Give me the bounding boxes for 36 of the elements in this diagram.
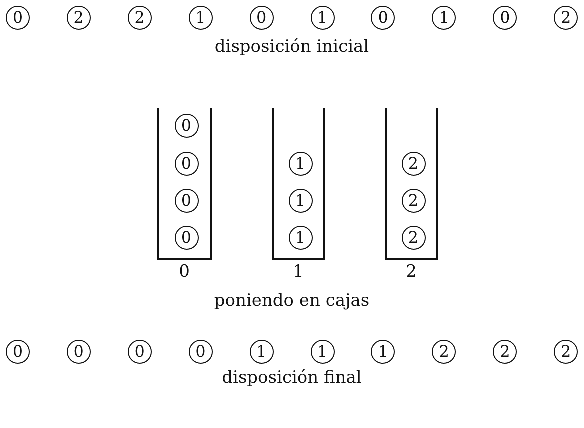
circled-number: 1	[188, 6, 213, 30]
bucket-label: 1	[292, 262, 305, 282]
circled-number: 1	[288, 152, 312, 176]
circled-number: 0	[6, 6, 30, 30]
circled-number: 2	[402, 189, 426, 213]
circled-number: 2	[493, 340, 518, 364]
circled-number: 1	[371, 340, 396, 364]
circled-number: 1	[250, 340, 274, 364]
circled-number: 0	[174, 189, 198, 213]
circled-number: 0	[493, 6, 518, 30]
circled-number: 0	[174, 114, 198, 138]
caption: disposición final	[221, 368, 363, 388]
circled-number: 2	[554, 6, 578, 30]
circled-number: 1	[432, 6, 456, 30]
circled-number: 0	[6, 340, 30, 364]
circled-number: 1	[288, 226, 312, 250]
circled-number: 2	[402, 152, 426, 176]
circled-number: 2	[402, 226, 426, 250]
circled-number: 2	[554, 340, 578, 364]
circled-number: 0	[66, 340, 91, 364]
circled-number: 2	[432, 340, 456, 364]
circled-number: 0	[250, 6, 274, 30]
circled-number: 1	[310, 340, 334, 364]
caption: disposición inicial	[214, 37, 370, 57]
circled-number: 2	[128, 6, 152, 30]
bucket-label: 0	[178, 262, 191, 282]
circled-number: 0	[371, 6, 396, 30]
circled-number: 1	[310, 6, 334, 30]
circled-number: 0	[174, 226, 198, 250]
circled-number: 0	[128, 340, 152, 364]
circled-number: 2	[66, 6, 91, 30]
circled-number: 1	[288, 189, 312, 213]
caption: poniendo en cajas	[213, 291, 371, 311]
circled-number: 0	[188, 340, 213, 364]
circled-number: 0	[174, 152, 198, 176]
bucket-label: 2	[405, 262, 418, 282]
